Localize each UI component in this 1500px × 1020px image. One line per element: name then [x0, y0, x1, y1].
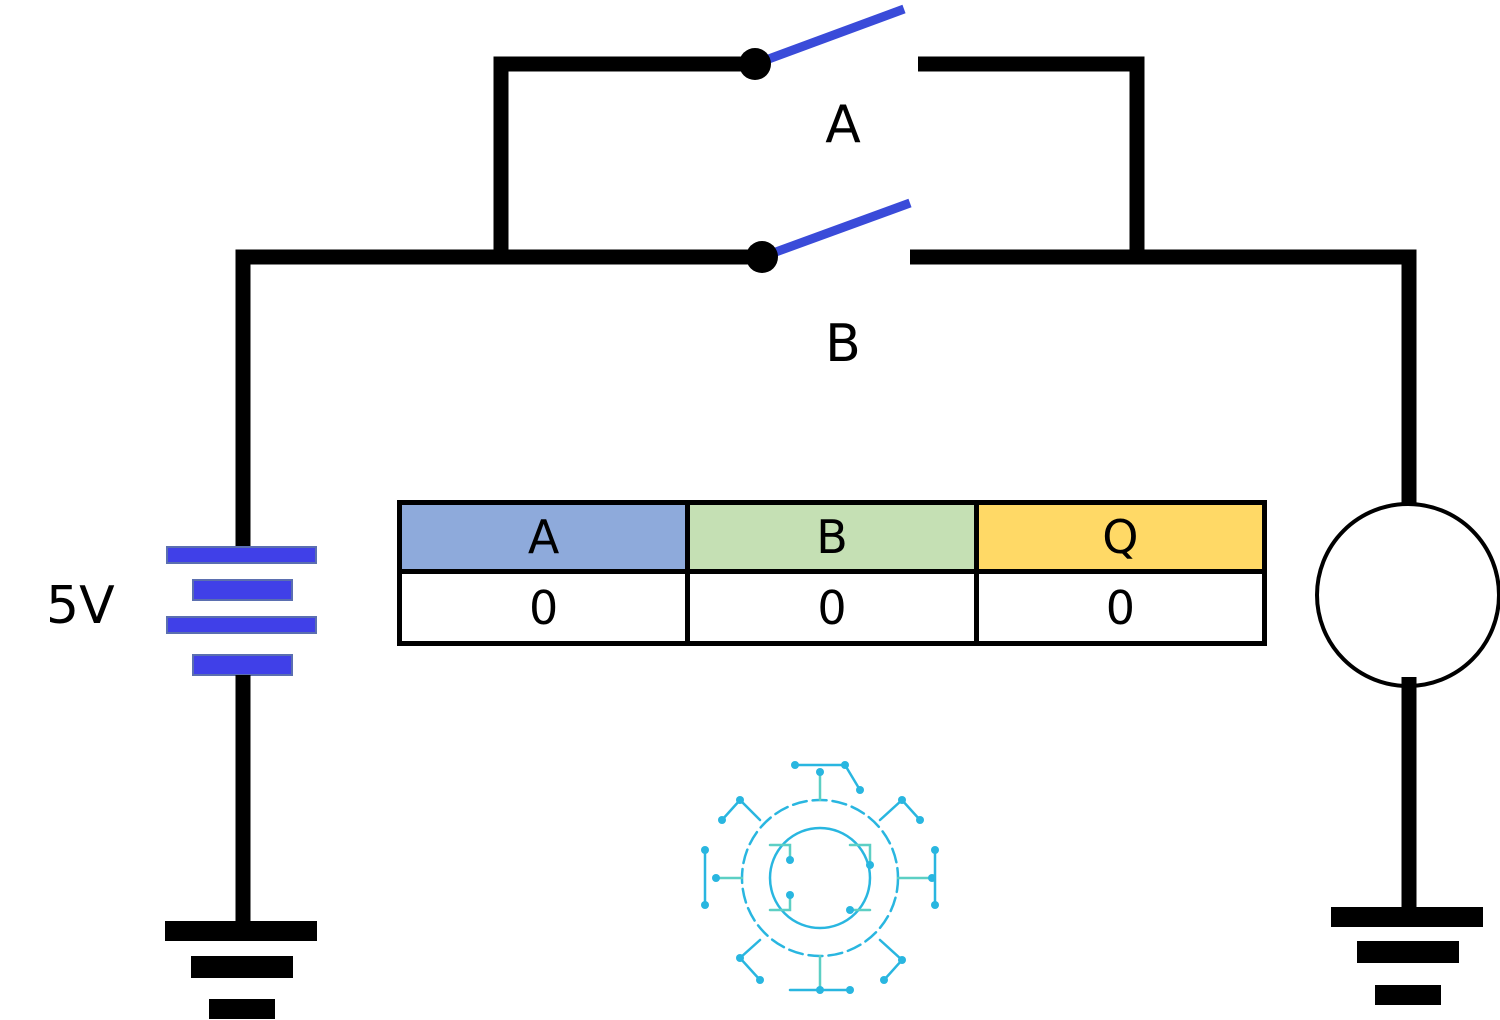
truth-table-header-q: Q: [973, 500, 1268, 574]
switch-b[interactable]: [746, 198, 912, 273]
switch-a-arm[interactable]: [753, 4, 906, 69]
truth-table-cell-q: 0: [973, 569, 1268, 646]
lamp-icon: [1315, 502, 1500, 688]
switch-a-pivot: [739, 48, 771, 80]
truth-table-header-row: A B Q: [396, 500, 1268, 574]
table-row: 0 0 0: [396, 569, 1268, 646]
ground-left-icon: [165, 921, 317, 1019]
switch-a[interactable]: [739, 4, 906, 80]
switch-a-label: A: [825, 95, 861, 155]
truth-table-header-a: A: [396, 500, 691, 574]
truth-table: A B Q 0 0 0: [396, 500, 1268, 646]
switch-b-label: B: [825, 314, 861, 374]
switch-b-pivot: [746, 241, 778, 273]
battery-plate-short-1: [192, 579, 293, 601]
switch-b-arm[interactable]: [760, 198, 912, 262]
battery: [166, 546, 317, 676]
battery-voltage-label: 5V: [46, 576, 115, 636]
wire-b-right: [910, 249, 1417, 515]
truth-table-cell-a: 0: [396, 569, 691, 646]
wire-a-right: [918, 56, 1145, 257]
wire-a-left: [493, 56, 755, 257]
truth-table-header-b: B: [685, 500, 979, 574]
truth-table-cell-b: 0: [685, 569, 979, 646]
wire-b-left: [235, 249, 762, 547]
ground-right-icon: [1331, 907, 1483, 1005]
battery-plate-long-1: [166, 546, 317, 564]
battery-plate-long-2: [166, 616, 317, 634]
circuit-gear-logo-icon: [701, 761, 939, 994]
battery-plate-short-2: [192, 654, 293, 676]
